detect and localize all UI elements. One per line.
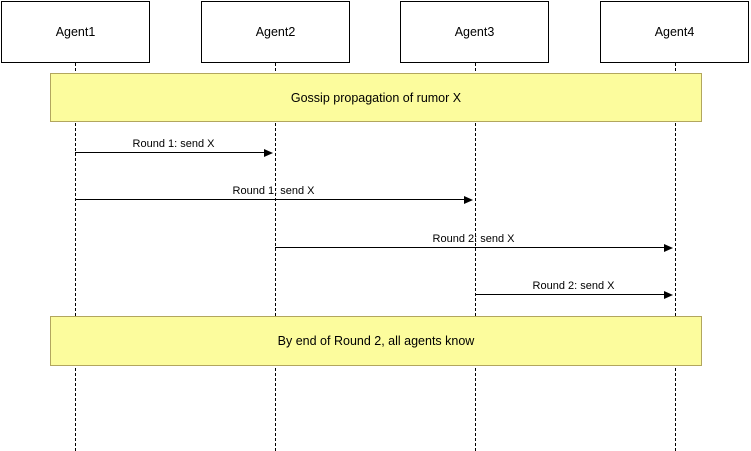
lifeline-agent1 [75,63,76,451]
message-label: Round 1: send X [232,185,315,197]
note-text: Gossip propagation of rumor X [290,90,462,105]
message-label: Round 1: send X [132,138,215,150]
message-line [75,199,468,200]
message-line [75,152,268,153]
participant-label: Agent1 [55,25,96,39]
message-line [275,247,668,248]
note-gossip-propagation: Gossip propagation of rumor X [50,73,702,122]
arrowhead-icon [464,195,473,204]
note-round2-summary: By end of Round 2, all agents know [50,316,702,366]
participant-label: Agent2 [255,25,296,39]
arrowhead-icon [264,148,273,157]
participant-label: Agent4 [654,25,695,39]
message-line [475,294,668,295]
arrowhead-icon [664,243,673,252]
participant-agent3: Agent3 [400,1,549,63]
lifeline-agent2 [275,63,276,451]
message-label: Round 2: send X [432,233,515,245]
participant-agent1: Agent1 [1,1,150,63]
participant-agent2: Agent2 [201,1,350,63]
lifeline-agent3 [475,63,476,451]
note-text: By end of Round 2, all agents know [277,334,475,348]
lifeline-agent4 [675,63,676,451]
participant-agent4: Agent4 [600,1,749,63]
message-label: Round 2: send X [532,280,615,292]
participant-label: Agent3 [454,25,495,39]
arrowhead-icon [664,290,673,299]
